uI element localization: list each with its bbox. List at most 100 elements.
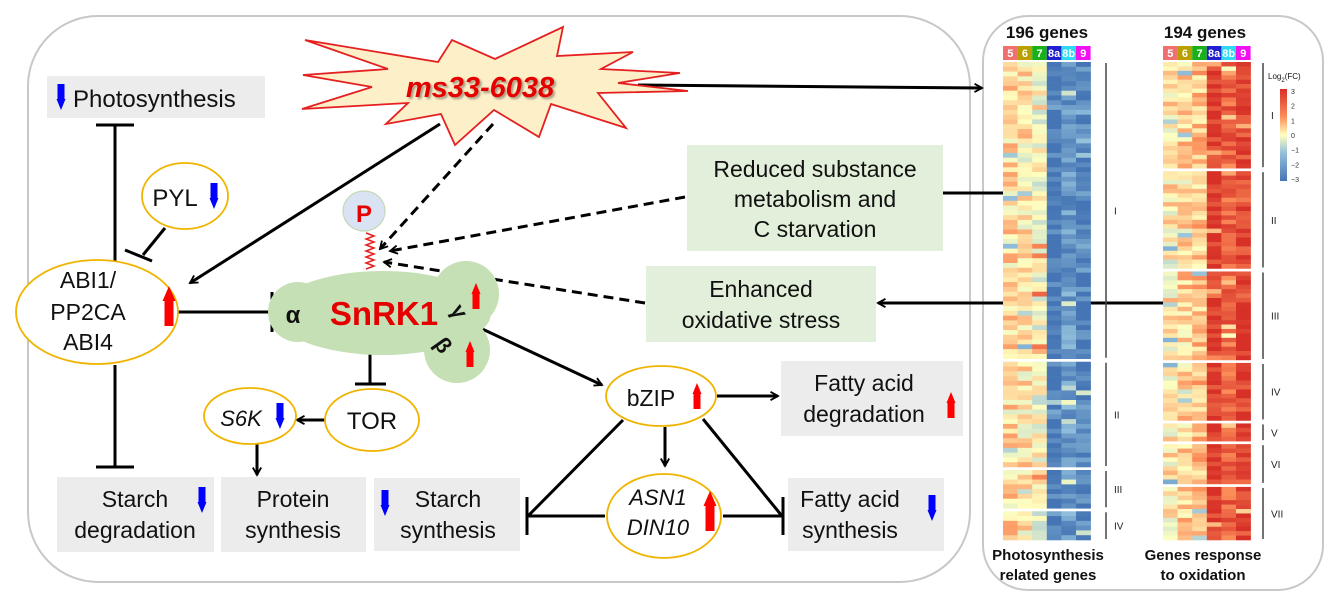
heatmap-cell [1076,390,1091,396]
heatmap-cell [1017,503,1033,509]
heatmap-cell [1236,371,1251,377]
sample-label: 6 [1182,48,1188,60]
heatmap-cell [1046,157,1062,163]
heatmap-cell [1206,500,1222,505]
heatmap-cell [1061,286,1077,293]
sample-chip [1206,46,1222,60]
heatmap-cell [1046,176,1062,182]
heatmap-cell [1236,70,1251,76]
heatmap-cell [1192,163,1208,169]
heatmap-cell [1221,371,1237,377]
heatmap-cell [1003,124,1018,130]
heatmap-cell [1221,385,1237,390]
bzip-inhibits-starch-synthesis-line [526,418,625,518]
heatmap-cell [1163,193,1178,198]
heatmap-cell [1017,109,1033,115]
heatmap-cell [1177,475,1193,480]
heatmap-cell [1003,277,1018,283]
heatmap-cell [1061,205,1077,211]
reduced-metabolism-box: Reduced substance metabolism and C starv… [687,145,943,251]
heatmap-cell [1221,246,1237,252]
box-bg [788,478,944,551]
heatmap-cell [1046,291,1062,297]
heatmap-cell [1177,470,1193,476]
heatmap-cell [1163,280,1178,286]
heatmap-cell [1236,150,1251,156]
heatmap-cell [1163,531,1178,536]
fa-synthesis-line1: Fatty acid [800,486,900,512]
cluster-label: II [1114,410,1120,421]
heatmap-cell [1032,200,1048,206]
heatmap-cell [1017,409,1033,415]
heatmap-cell [1206,389,1222,395]
heatmap-cell [1061,200,1077,206]
heatmap-cell [1061,191,1077,197]
heatmap-cell [1221,84,1237,89]
heatmap-cell [1017,414,1033,420]
heatmap-cell [1192,106,1208,111]
heatmap-cell [1032,339,1048,345]
heatmap-cell [1163,522,1178,528]
heatmap-cell [1236,351,1251,356]
box-bg [781,361,963,436]
heatmap-cell [1032,152,1048,159]
heatmap-cell [1017,205,1033,211]
heatmap-cell [1032,301,1048,307]
heatmap-cell [1163,163,1178,169]
heatmap-cell [1192,241,1208,247]
heatmap-cell [1046,282,1062,288]
heatmap-cell [1192,233,1208,238]
heatmap-cell [1003,172,1018,178]
heatmap-cell [1076,129,1091,135]
heatmap-cell [1221,407,1237,412]
heatmap-cell [1206,479,1222,485]
heatmap-cell [1221,210,1237,216]
heatmap-cell [1061,100,1077,106]
heatmap-cell [1032,81,1048,87]
heatmap-cell [1017,253,1033,259]
heatmap-cell [1046,152,1062,159]
heatmap-cell [1236,289,1251,294]
heatmap-cell [1032,334,1048,340]
up-arrow-shape [162,286,176,326]
heatmap-cell [1236,509,1251,514]
heatmap-cell [1017,286,1033,293]
heatmap-cell [1177,351,1193,356]
heatmap-cell [1032,310,1048,316]
heatmap-cell [1206,342,1222,347]
heatmap-cell [1163,137,1178,142]
heatmap-cell [1003,310,1018,316]
heatmap-cell [1017,138,1033,144]
heatmap-cell [1163,526,1178,532]
heatmap-cell [1177,255,1193,260]
heatmap-cell [1221,306,1237,312]
heatmap-cell [1236,457,1251,463]
heatmap-cell [1177,407,1193,412]
heatmap-cell [1236,427,1251,433]
heatmap-cell [1192,346,1208,352]
heatmap-cell [1221,275,1237,281]
heatmap-cell [1003,263,1018,269]
heatmap-cell [1017,349,1033,355]
heatmap-cell [1003,349,1018,355]
heatmap-cell [1221,475,1237,480]
heatmap-cell [1206,393,1222,399]
heatmap-cell [1076,162,1091,168]
heatmap-cell [1236,119,1251,125]
heatmap-cell [1236,526,1251,532]
heatmap-cell [1177,517,1193,523]
heatmap-cell [1177,197,1193,203]
heatmap-cell [1221,479,1237,485]
heatmap-cell [1061,219,1077,226]
heatmap-cell [1177,328,1193,334]
heatmap-cell [1032,306,1048,312]
heatmap-cell [1206,333,1222,339]
heatmap-cell [1192,206,1208,212]
heatmap-cell [1032,248,1048,254]
snrk1-activates-bzip-arrow [477,325,602,385]
alpha-label: α [286,302,301,329]
heatmap-cell [1032,114,1048,120]
heatmap-cell [1046,90,1062,96]
heatmap-cell [1032,191,1048,197]
